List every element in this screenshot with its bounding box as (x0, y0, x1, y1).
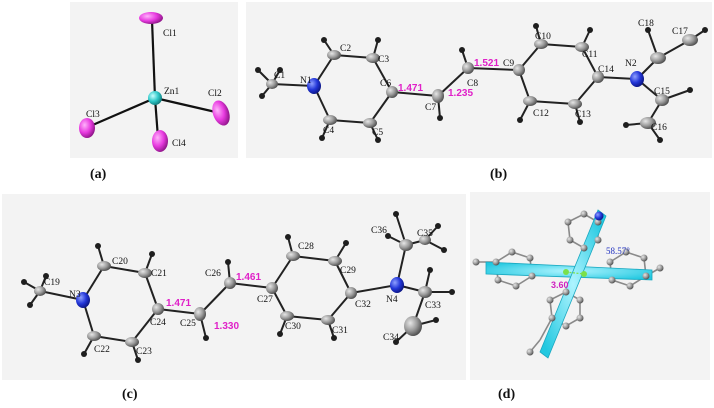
atom-label-c25: C25 (180, 319, 196, 329)
atom-label-c27: C27 (257, 295, 273, 305)
bond-length-c26-c27: 1.461 (236, 272, 261, 283)
atom-label-c33: C33 (425, 301, 441, 311)
atom-label-c24: C24 (150, 318, 166, 328)
atom-label-c3: C3 (378, 55, 389, 65)
panel-c-carbons (34, 235, 432, 347)
atom-label-c32: C32 (355, 300, 371, 310)
atom-label-c22: C22 (94, 345, 110, 355)
atom-label-c19: C19 (44, 278, 60, 288)
panel-label-a: (a) (90, 167, 107, 182)
atom-label-c6: C6 (380, 79, 391, 89)
n1-atom (307, 78, 321, 94)
atom-label-c5: C5 (372, 128, 383, 138)
atom-label-n3: N3 (69, 290, 81, 300)
atom-label-c28: C28 (298, 242, 314, 252)
panel-label-d: (d) (498, 387, 515, 402)
atom-label-c7: C7 (425, 103, 436, 113)
panel-d: 58.57° 3.60 (d) (470, 192, 710, 402)
cl3-atom (79, 118, 95, 138)
panel-label-c: (c) (122, 387, 138, 402)
atom-label-c11: C11 (582, 50, 598, 60)
atom-label-cl4: Cl4 (172, 139, 186, 149)
atom-label-c12: C12 (533, 109, 549, 119)
atom-label-c35: C35 (417, 229, 433, 239)
plane-diagonal (539, 209, 607, 359)
atom-label-c13: C13 (575, 110, 591, 120)
cl4-atom (152, 130, 168, 152)
panel-d-background (470, 192, 710, 380)
atom-label-c26: C26 (205, 269, 221, 279)
atom-label-cl1: Cl1 (163, 29, 177, 39)
panel-d-centroid-distance-line (565, 271, 585, 275)
atom-label-c23: C23 (136, 347, 152, 357)
atom-label-c4: C4 (323, 126, 334, 136)
panel-b: C1 N1 C2 C3 C4 C5 C6 C7 C8 C9 C10 C11 C1… (246, 2, 712, 182)
atom-label-c30: C30 (285, 322, 301, 332)
bond-length-c25-c26: 1.330 (214, 321, 239, 332)
atom-label-c8: C8 (467, 79, 478, 89)
atom-label-c15: C15 (654, 87, 670, 97)
bond-length-c7-c8: 1.235 (448, 88, 473, 99)
panel-b-carbons (266, 34, 698, 129)
panel-d-atoms (472, 210, 664, 356)
panel-label-b: (b) (490, 167, 507, 182)
atom-label-n2: N2 (625, 59, 637, 69)
atom-label-c9: C9 (503, 59, 514, 69)
plane-horizontal (485, 261, 653, 281)
zn1-atom (148, 91, 162, 105)
bond-length-c6-c7: 1.471 (398, 83, 423, 94)
bond-length-c24-c25: 1.471 (166, 298, 191, 309)
atom-label-c36: C36 (371, 226, 387, 236)
atom-label-c29: C29 (340, 266, 356, 276)
atom-label-n1: N1 (300, 76, 312, 86)
atom-label-c14: C14 (598, 65, 614, 75)
atom-label-c2: C2 (340, 44, 351, 54)
atom-label-c31: C31 (332, 326, 348, 336)
n2-atom (630, 71, 644, 87)
cl2-atom (212, 100, 230, 126)
atom-label-c10: C10 (535, 32, 551, 42)
panel-b-hydrogens (255, 23, 708, 143)
panel-d-planes (485, 209, 653, 359)
bond-length-c8-c9: 1.521 (474, 58, 499, 69)
atom-label-cl2: Cl2 (208, 89, 222, 99)
panel-c-hydrogens (21, 211, 455, 363)
dihedral-angle-label: 58.57° (606, 246, 630, 256)
atom-label-c17: C17 (672, 27, 688, 37)
cl1-atom (139, 12, 163, 24)
atom-label-zn1: Zn1 (164, 87, 180, 97)
atom-label-c34: C34 (383, 333, 399, 343)
n3-atom (76, 292, 90, 308)
atom-label-c20: C20 (112, 257, 128, 267)
panel-a: Cl1 Zn1 Cl2 Cl3 Cl4 (a) (70, 2, 238, 182)
atom-label-c18: C18 (638, 19, 654, 29)
atom-label-c1: C1 (274, 71, 285, 81)
panel-d-nitrogen (594, 211, 604, 221)
atom-label-c21: C21 (151, 269, 167, 279)
centroid-distance-label: 3.60 (551, 280, 569, 290)
atom-label-c16: C16 (651, 123, 667, 133)
n4-atom (390, 277, 404, 293)
atom-label-cl3: Cl3 (86, 110, 100, 120)
panel-c: C19 N3 C20 C21 C22 C23 C24 C25 C26 C27 C… (2, 194, 466, 402)
atom-label-n4: N4 (386, 295, 398, 305)
